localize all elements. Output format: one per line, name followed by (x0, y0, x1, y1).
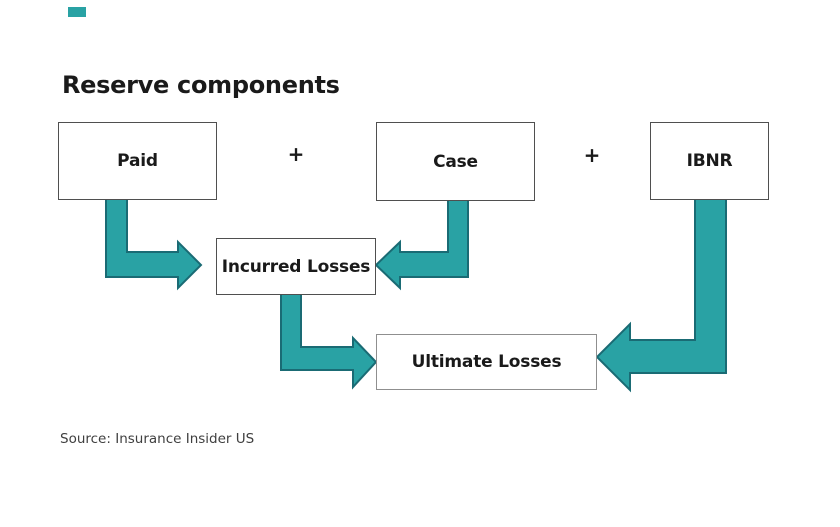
box-paid-label: Paid (117, 151, 158, 171)
arrow-incurred-to-ultimate (280, 292, 378, 390)
box-ibnr: IBNR (650, 122, 769, 200)
box-paid: Paid (58, 122, 217, 200)
box-case: Case (376, 122, 535, 201)
page-title: Reserve components (62, 71, 340, 99)
box-incurred-losses: Incurred Losses (216, 238, 376, 295)
arrow-paid-to-incurred (105, 195, 203, 291)
box-ultimate-losses-label: Ultimate Losses (411, 352, 562, 372)
box-incurred-losses-label: Incurred Losses (221, 256, 371, 277)
plus-operator-right: + (583, 143, 601, 167)
arrow-ibnr-to-ultimate (595, 195, 727, 393)
brand-logo-mark (68, 7, 86, 17)
plus-operator-left: + (287, 142, 305, 166)
box-ultimate-losses: Ultimate Losses (376, 334, 597, 390)
box-case-label: Case (433, 151, 478, 172)
arrow-case-to-incurred (374, 195, 469, 291)
source-attribution: Source: Insurance Insider US (60, 431, 255, 447)
box-ibnr-label: IBNR (686, 151, 733, 171)
